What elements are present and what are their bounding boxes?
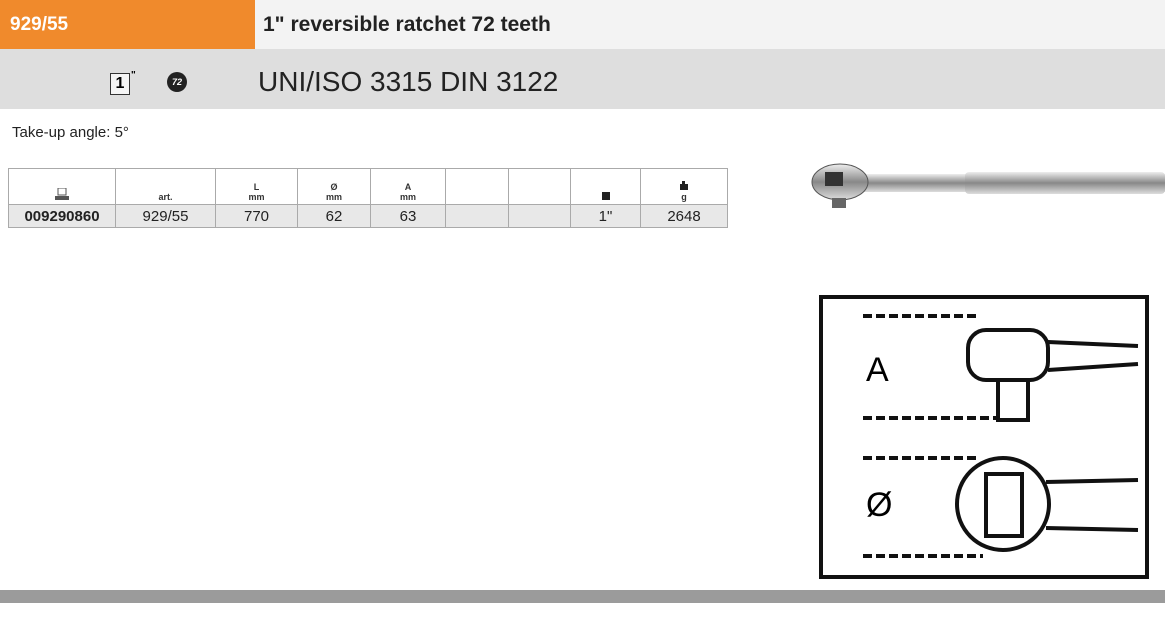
- item-code-icon: [8, 168, 116, 205]
- cell-l: 770: [215, 204, 298, 228]
- teeth-gear-icon: 72: [167, 72, 187, 92]
- dimension-diagram: A Ø: [819, 295, 1149, 579]
- drive-size-icon: 1: [110, 73, 130, 95]
- cell-weight: 2648: [640, 204, 728, 228]
- label-diameter: Ø: [866, 486, 892, 524]
- square-drive-icon: [570, 168, 641, 205]
- header-empty: [508, 168, 571, 205]
- cell-drive: 1": [570, 204, 641, 228]
- cell-a: 63: [370, 204, 446, 228]
- product-code: 929/55: [0, 0, 255, 49]
- cell-art: 929/55: [115, 204, 216, 228]
- cell-empty: [508, 204, 571, 228]
- cell-diameter: 62: [297, 204, 371, 228]
- take-up-angle: Take-up angle: 5°: [12, 124, 129, 141]
- header-weight: g: [640, 168, 728, 205]
- header-empty: [445, 168, 509, 205]
- header-art: art.: [115, 168, 216, 205]
- standards-bar: [0, 49, 1165, 109]
- standards-text: UNI/ISO 3315 DIN 3122: [258, 66, 559, 97]
- ratchet-photo: [811, 163, 1165, 208]
- cell-empty: [445, 204, 509, 228]
- table-row: 009290860 929/55 770 62 63 1" 2648: [8, 204, 728, 228]
- weight-icon: [680, 181, 688, 190]
- cell-code: 009290860: [8, 204, 116, 228]
- footer-bar: [0, 590, 1165, 603]
- label-a: A: [866, 351, 889, 389]
- product-title: 1" reversible ratchet 72 teeth: [255, 0, 1165, 49]
- drive-unit: ": [131, 70, 136, 81]
